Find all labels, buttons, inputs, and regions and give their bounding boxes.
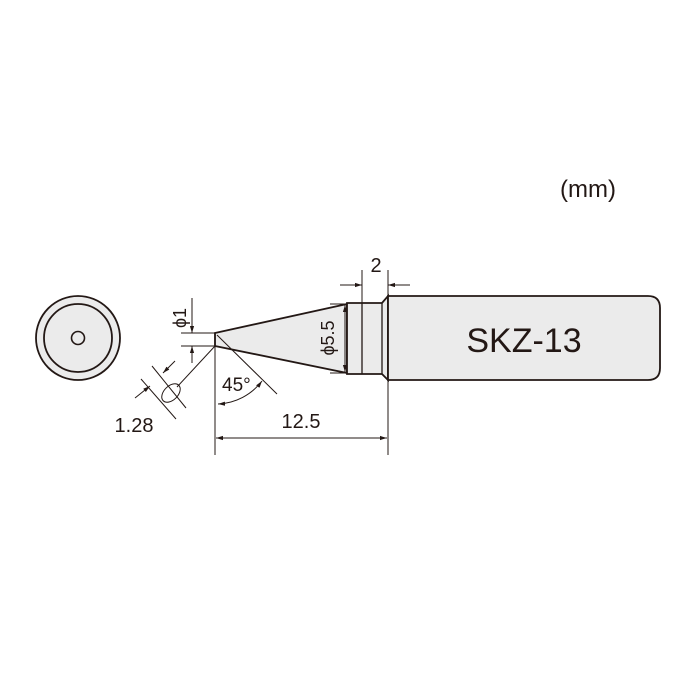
cone-diameter-dimension	[330, 303, 348, 374]
model-label: SKZ-13	[466, 322, 581, 360]
unit-label: (mm)	[560, 176, 616, 203]
collar-length-dimension	[340, 270, 410, 303]
cone-diameter-label: ϕ5.5	[318, 320, 338, 355]
tip-end-view	[35, 295, 121, 381]
tip-diameter-label: ϕ1	[170, 308, 190, 328]
collar-length-label: 2	[370, 255, 381, 277]
cone-length-dimension	[214, 346, 389, 455]
tip-diameter-dimension	[181, 298, 215, 363]
flat-width-label: 1.28	[115, 415, 154, 437]
angle-label: 45°	[222, 375, 251, 396]
cone-length-label: 12.5	[282, 411, 321, 433]
flat-width-dimension	[134, 345, 216, 420]
tip-side-view	[214, 293, 661, 383]
angle-dimension	[216, 334, 278, 406]
